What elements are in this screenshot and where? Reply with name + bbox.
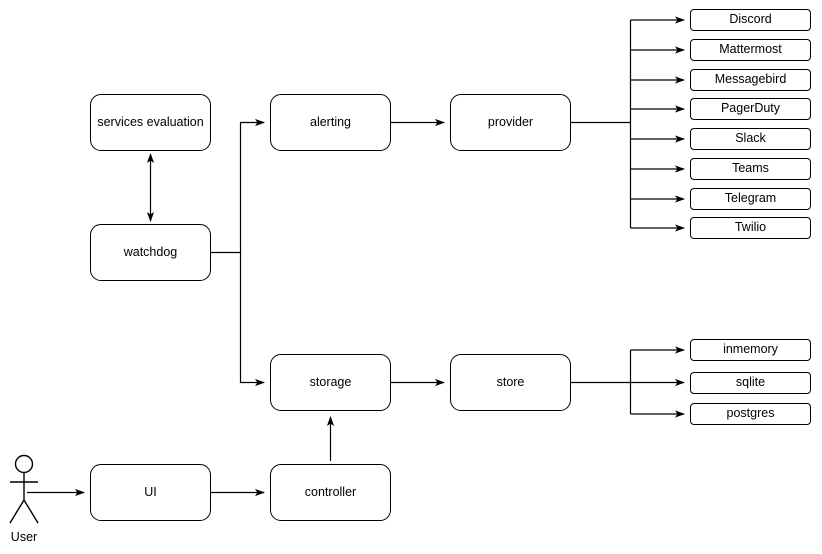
node-label: provider: [487, 114, 534, 129]
node-label: Messagebird: [714, 72, 787, 87]
actor-head-icon: [14, 454, 34, 474]
node-provider-pagerduty[interactable]: PagerDuty: [690, 98, 811, 120]
node-services-evaluation[interactable]: services evaluation: [90, 94, 211, 151]
node-provider-mattermost[interactable]: Mattermost: [690, 39, 811, 61]
node-provider-teams[interactable]: Teams: [690, 158, 811, 180]
node-store-postgres[interactable]: postgres: [690, 403, 811, 425]
node-ui[interactable]: UI: [90, 464, 211, 521]
node-label: Telegram: [724, 191, 777, 206]
node-provider-discord[interactable]: Discord: [690, 9, 811, 31]
node-provider-twilio[interactable]: Twilio: [690, 217, 811, 239]
node-label: alerting: [310, 114, 351, 129]
node-label: PagerDuty: [720, 101, 781, 116]
node-provider-telegram[interactable]: Telegram: [690, 188, 811, 210]
edge-watchdog-storage: [239, 252, 265, 387]
node-label: Mattermost: [719, 42, 782, 57]
actor-left-leg: [9, 499, 25, 524]
node-store[interactable]: store: [450, 354, 571, 411]
node-label: Teams: [732, 161, 769, 176]
node-provider-messagebird[interactable]: Messagebird: [690, 69, 811, 91]
node-label: controller: [304, 484, 357, 499]
edge-watchdog-alerting: [211, 118, 265, 254]
node-storage[interactable]: storage: [270, 354, 391, 411]
user-actor[interactable]: [0, 452, 56, 532]
node-store-sqlite[interactable]: sqlite: [690, 372, 811, 394]
node-label: store: [496, 374, 525, 389]
node-label: Twilio: [734, 220, 767, 235]
node-provider[interactable]: provider: [450, 94, 571, 151]
node-label: watchdog: [123, 244, 178, 259]
node-label: services evaluation: [97, 114, 204, 129]
node-alerting[interactable]: alerting: [270, 94, 391, 151]
node-label: sqlite: [735, 375, 766, 390]
node-label: UI: [144, 484, 157, 499]
node-store-inmemory[interactable]: inmemory: [690, 339, 811, 361]
actor-right-leg: [23, 499, 39, 524]
node-label: Discord: [729, 12, 772, 27]
node-provider-slack[interactable]: Slack: [690, 128, 811, 150]
node-controller[interactable]: controller: [270, 464, 391, 521]
node-label: storage: [309, 374, 352, 389]
node-label: postgres: [726, 406, 775, 421]
node-label: inmemory: [723, 342, 778, 357]
node-watchdog[interactable]: watchdog: [90, 224, 211, 281]
node-label: Slack: [735, 131, 766, 146]
user-actor-label: User: [10, 530, 38, 544]
